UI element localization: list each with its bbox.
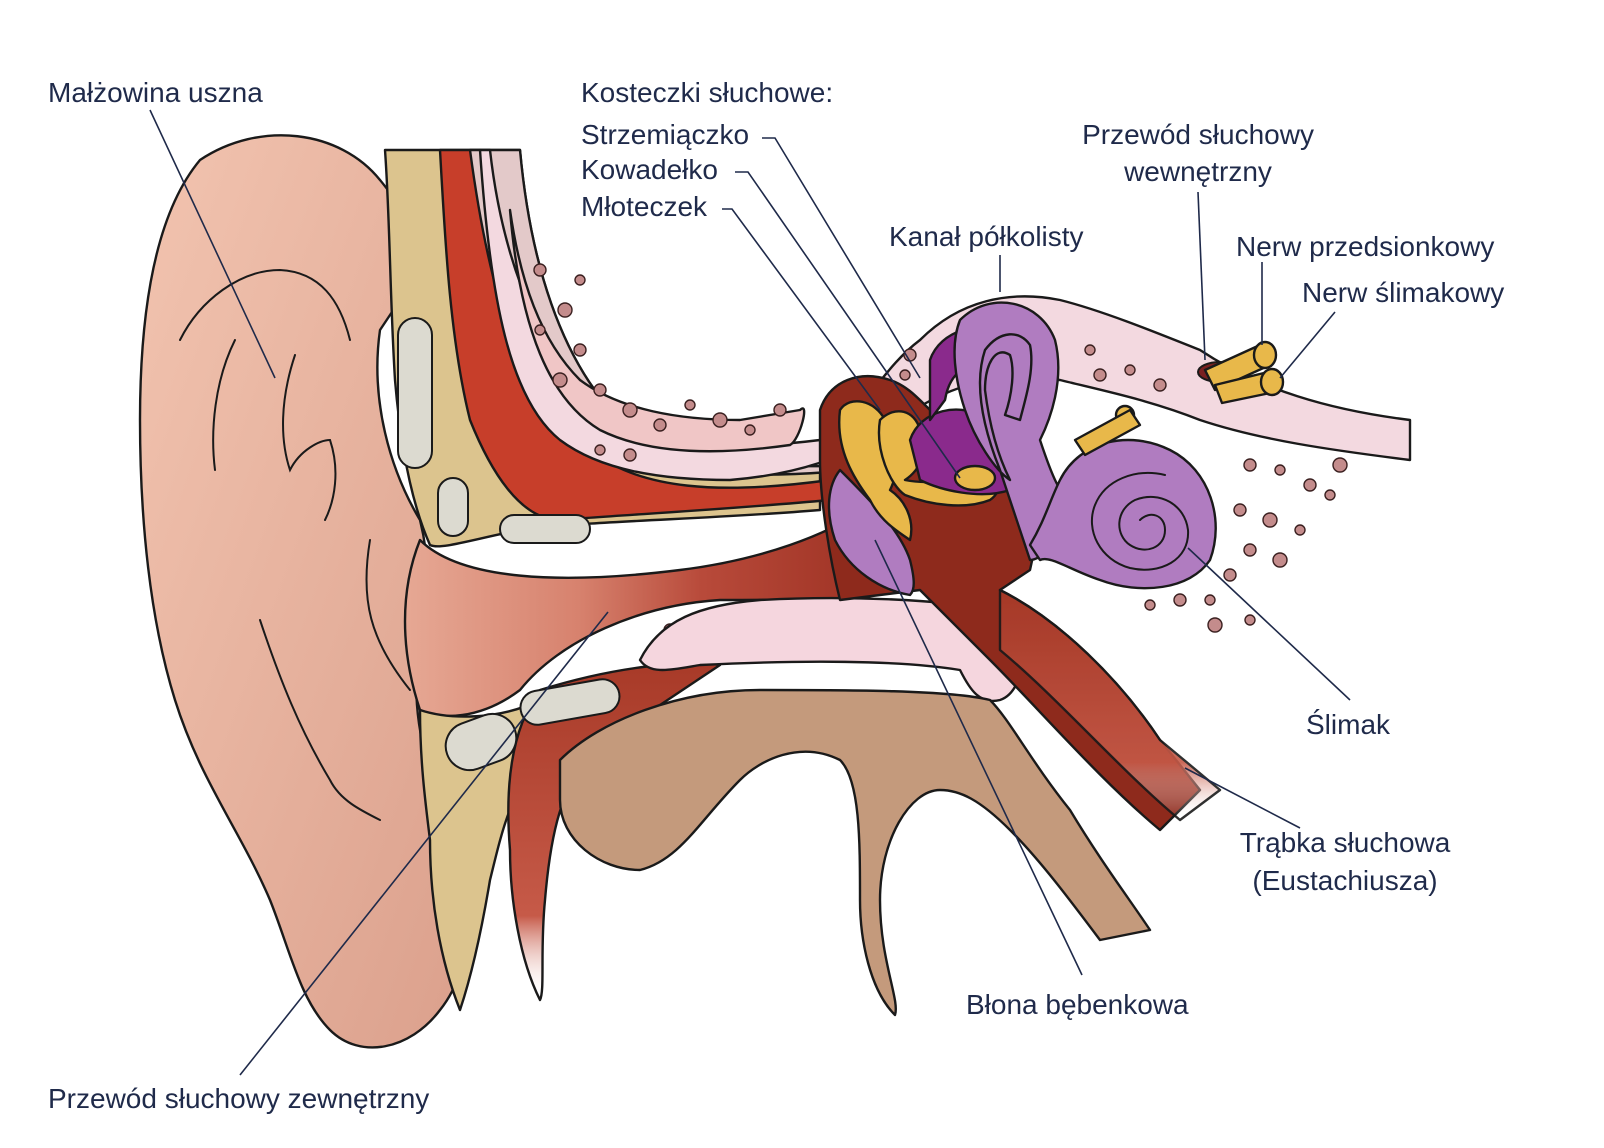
label-eustachian-line2: (Eustachiusza)	[1252, 865, 1437, 896]
labyrinth	[908, 301, 1217, 590]
label-internal-canal-line2: wewnętrzny	[1123, 156, 1272, 187]
label-stapes: Strzemiączko	[581, 119, 749, 150]
label-vestibular-nerve: Nerw przedsionkowy	[1236, 231, 1494, 262]
eustachian-tube	[998, 588, 1222, 822]
label-auricle: Małżowina uszna	[48, 77, 263, 108]
label-cochlea: Ślimak	[1306, 708, 1391, 740]
nerve-bundle	[1197, 340, 1285, 405]
label-internal-canal-line1: Przewód słuchowy	[1082, 119, 1314, 150]
label-ossicles-heading: Kosteczki słuchowe:	[581, 77, 833, 108]
label-eardrum: Błona bębenkowa	[966, 989, 1189, 1020]
upper-cartilage-pads	[397, 317, 591, 544]
pharyngeal-tissue	[558, 688, 1152, 1017]
label-malleus: Młoteczek	[581, 191, 708, 222]
label-cochlear-nerve: Nerw ślimakowy	[1302, 277, 1504, 308]
label-semicircular-canal: Kanał półkolisty	[889, 221, 1084, 252]
leader-lines	[149, 109, 1351, 1076]
label-incus: Kowadełko	[581, 154, 718, 185]
labels: Małżowina uszna Kosteczki słuchowe: Strz…	[48, 77, 1504, 1114]
label-external-canal: Przewód słuchowy zewnętrzny	[48, 1083, 429, 1114]
label-eustachian-line1: Trąbka słuchowa	[1240, 827, 1451, 858]
temporal-bone-upper	[478, 148, 1412, 482]
